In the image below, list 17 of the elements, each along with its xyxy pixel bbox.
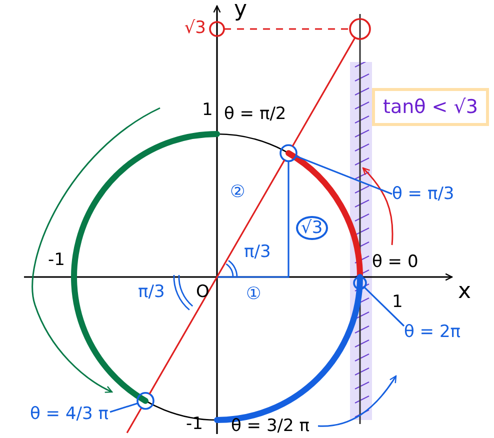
leader-line <box>364 286 405 327</box>
angle-label: θ = π/2 <box>224 104 286 124</box>
angle-label: θ = 0 <box>372 252 418 272</box>
axis-label: y <box>234 0 248 20</box>
tick-label: -1 <box>48 250 65 270</box>
angle-label: θ = 2π <box>404 322 461 342</box>
inequality-box: tanθ < √3 <box>372 88 489 126</box>
terminal-side-line <box>292 37 356 147</box>
point-marker <box>349 18 371 40</box>
dashed-line <box>224 28 350 30</box>
tick-label: 1 <box>202 100 213 120</box>
axis-label: x <box>458 282 472 302</box>
point-marker <box>209 21 225 37</box>
angle-label: θ = 3/2 π <box>231 416 310 436</box>
tick-label: 1 <box>392 292 403 312</box>
angle-label: θ = π/3 <box>392 184 454 204</box>
value-label: √3 <box>184 18 206 38</box>
